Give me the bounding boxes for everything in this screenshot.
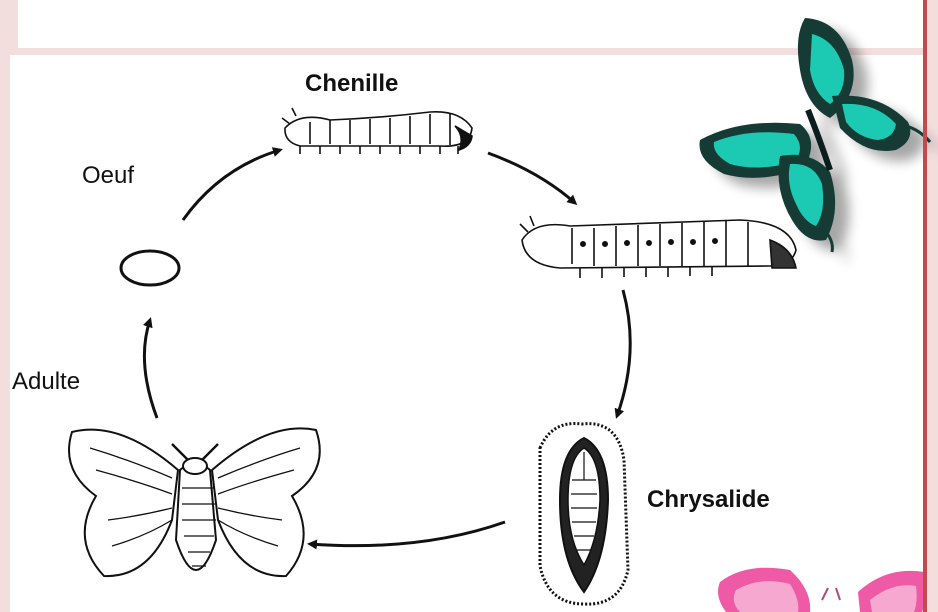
label-caterpillar: Chenille	[305, 72, 398, 96]
right-border	[923, 0, 927, 612]
top-panel	[18, 0, 923, 48]
label-chrysalis: Chrysalide	[647, 488, 770, 512]
chrysalis-icon	[540, 424, 628, 605]
label-egg: Oeuf	[82, 164, 134, 188]
label-adult: Adulte	[12, 370, 80, 394]
